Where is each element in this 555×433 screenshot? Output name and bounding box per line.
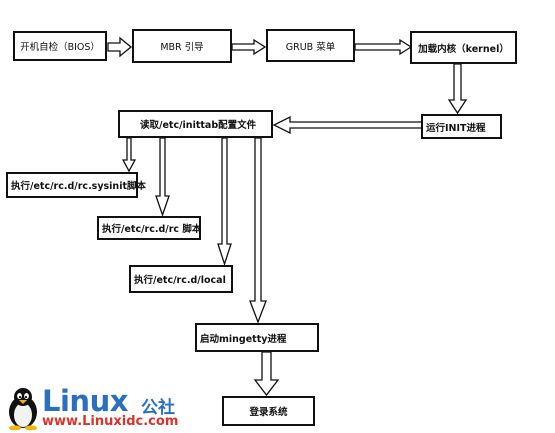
node-sysinit: 执行/etc/rc.d/rc.sysinit脚本 xyxy=(6,172,146,198)
arrow-kernel-to-init xyxy=(447,63,468,115)
watermark-brand: Linux xyxy=(42,384,128,418)
arrow-mingetty-to-login xyxy=(253,351,280,397)
arrow-inittab-to-sysinit xyxy=(121,137,137,173)
arrow-init-to-inittab xyxy=(272,115,423,135)
arrow-inittab-to-rc xyxy=(155,137,170,218)
arrow-bios-to-mbr xyxy=(107,36,133,58)
node-inittab: 读取/etc/inittab配置文件 xyxy=(118,110,273,138)
penguin-logo-icon xyxy=(9,388,37,430)
node-mingetty: 启动mingetty进程 xyxy=(195,323,319,352)
watermark-brand-cn: 公社 xyxy=(141,398,175,418)
node-mbr: MBR 引导 xyxy=(132,29,232,63)
arrow-mbr-to-grub xyxy=(231,38,267,56)
node-init: 运行INIT进程 xyxy=(421,114,502,139)
arrow-grub-to-kernel xyxy=(354,38,413,56)
node-rc: 执行/etc/rc.d/rc 脚本 xyxy=(97,216,201,240)
arrow-inittab-to-mingetty xyxy=(249,137,267,324)
node-grub: GRUB 菜单 xyxy=(266,29,355,62)
node-bios: 开机自检（BIOS） xyxy=(13,31,107,61)
linuxidc-watermark: Linux 公社 www.Linuxidc.com xyxy=(6,384,196,430)
watermark-url: www.Linuxidc.com xyxy=(42,414,179,429)
node-kernel: 加载内核（kernel） xyxy=(410,31,517,64)
arrow-inittab-to-local xyxy=(217,137,232,267)
node-local: 执行/etc/rc.d/local xyxy=(129,265,233,293)
node-login: 登录系统 xyxy=(222,396,315,426)
